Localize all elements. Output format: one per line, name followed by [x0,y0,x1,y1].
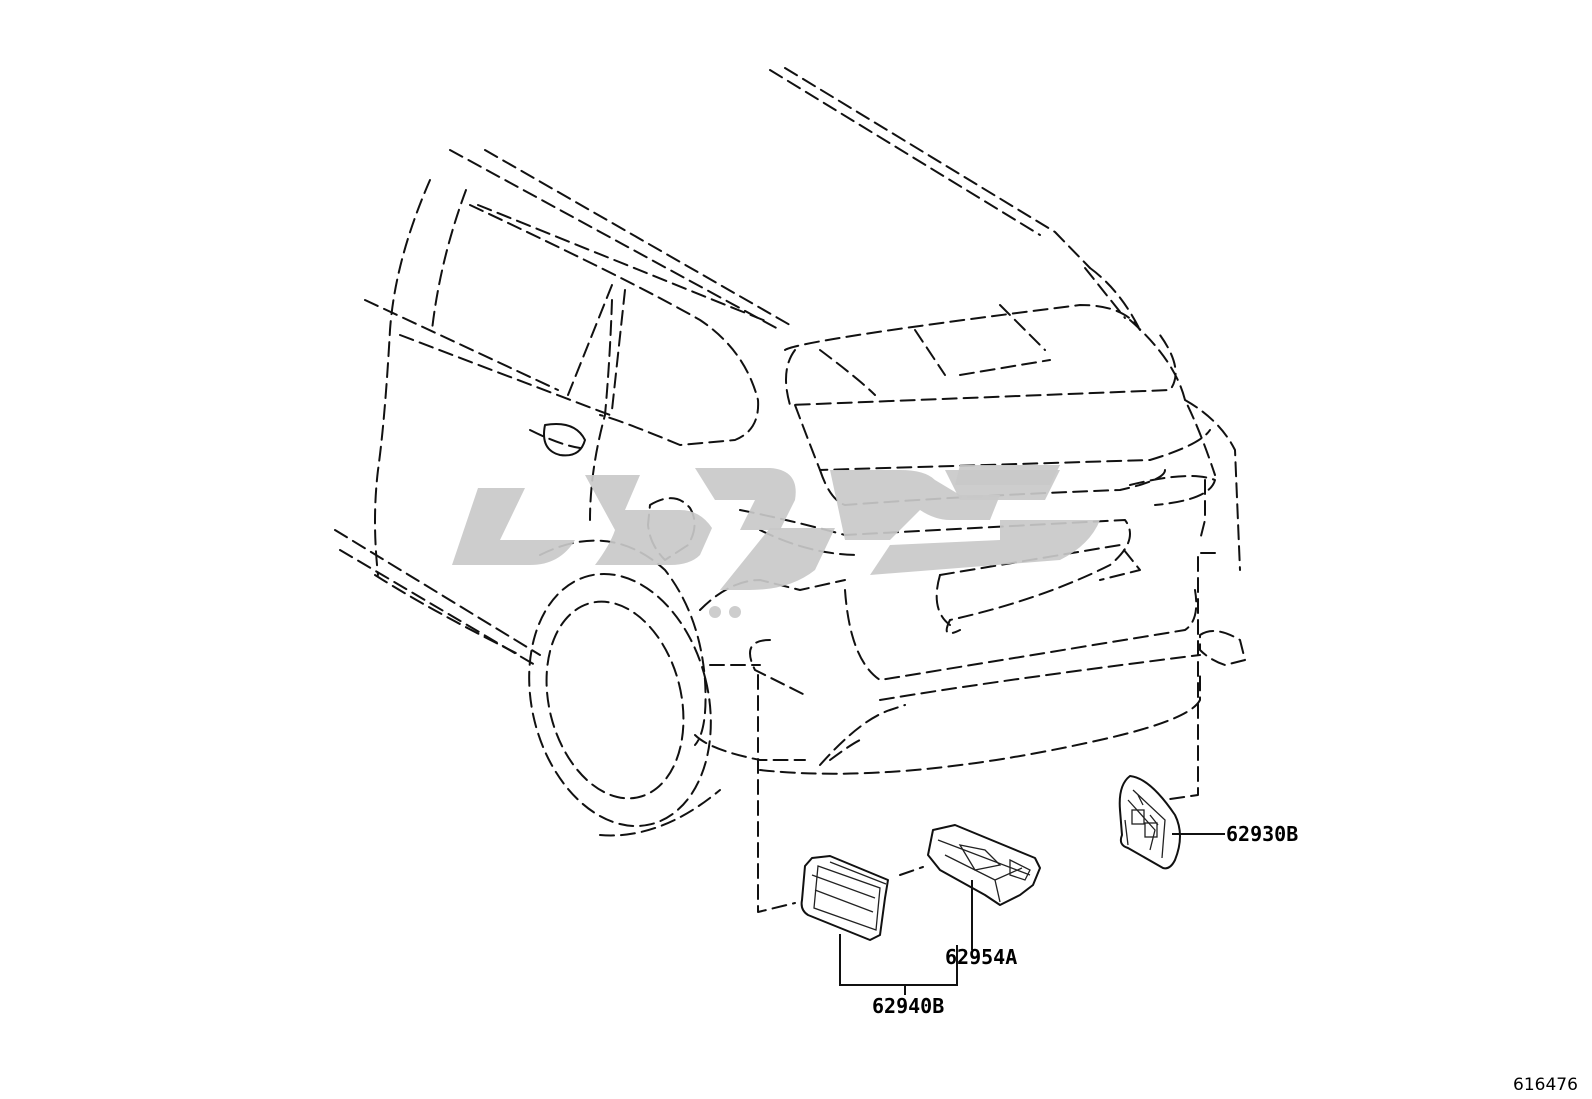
watermark-logo [452,465,1100,618]
part-62954a-illustration [927,824,1041,906]
callout-62954a: 62954A [945,945,1017,969]
diagram-id: 616476 [1513,1075,1578,1095]
part-62930b-illustration [1118,775,1181,870]
callout-62930b: 62930B [1226,822,1298,846]
vehicle-outline [334,67,1246,837]
callout-leaders [839,833,1225,995]
callout-62940b: 62940B [872,994,944,1018]
leader-lines [757,552,1216,913]
part-62940b-illustration [800,855,889,941]
